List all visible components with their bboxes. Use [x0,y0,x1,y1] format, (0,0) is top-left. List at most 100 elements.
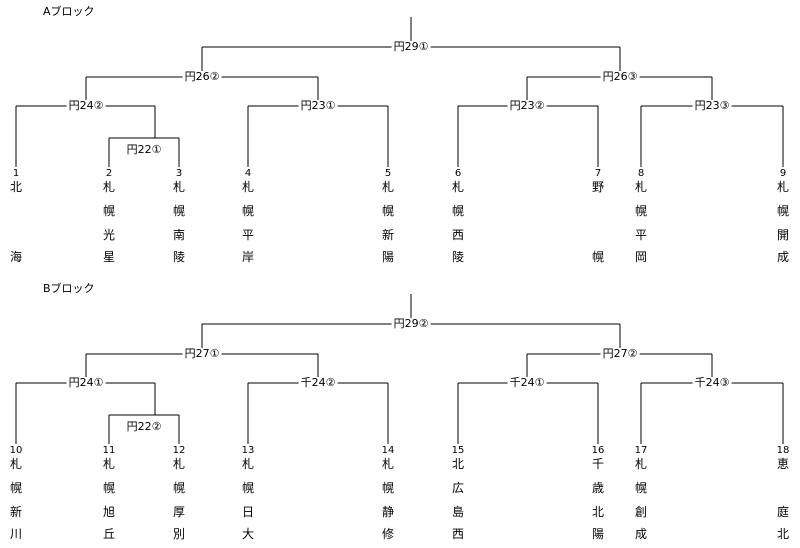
team-number: 8 [637,168,645,179]
team-name-char: 新 [381,228,394,242]
match-label-qf2: 円23① [298,99,338,112]
team-number: 10 [9,445,23,456]
team-name-char: 北 [776,527,789,541]
team-name-char: 札 [172,457,185,471]
team-name-char: 陽 [591,527,604,541]
team-name-char: 新 [9,505,22,519]
team-name-char: 幌 [172,204,185,218]
team-name-char: 幌 [381,204,394,218]
block-title: Aブロック [43,5,95,18]
team-name-char: 千 [591,457,604,471]
team-name-char: 旭 [102,505,115,519]
match-label-semi-right: 円27② [600,347,640,360]
team-number: 11 [102,445,116,456]
team-name-char: 成 [634,527,647,541]
team-name-char: 幌 [172,481,185,495]
team-name-char: 陵 [172,250,185,264]
team-number: 16 [591,445,605,456]
team-name-char: 平 [634,228,647,242]
team-name-char: 幌 [776,204,789,218]
team-name-char: 歳 [591,481,604,495]
match-label-qf4: 円23③ [692,99,732,112]
team-number: 7 [594,168,602,179]
team-name-char: 庭 [776,505,789,519]
team-name-char: 光 [102,228,115,242]
team-name-char: 創 [634,505,647,519]
match-label-qf3: 円23② [507,99,547,112]
team-name-char: 札 [634,180,647,194]
team-name-char: 札 [102,457,115,471]
team-name-char: 陽 [381,250,394,264]
team-name-char: 札 [102,180,115,194]
team-name-char: 平 [241,228,254,242]
team-number: 1 [12,168,20,179]
team-number: 5 [384,168,392,179]
team-name-char: 札 [241,180,254,194]
team-name-char: 島 [451,505,464,519]
team-name-char: 札 [451,180,464,194]
block-title: Bブロック [43,282,95,295]
match-label-semi-left: 円26② [182,70,222,83]
team-name-char: 西 [451,527,464,541]
team-name-char: 札 [381,457,394,471]
team-name-char: 札 [9,457,22,471]
team-name-char: 札 [241,457,254,471]
team-number: 15 [451,445,465,456]
team-number: 3 [175,168,183,179]
team-name-char: 札 [776,180,789,194]
team-name-char: 北 [451,457,464,471]
team-name-char: 広 [451,481,464,495]
team-name-char: 札 [172,180,185,194]
team-name-char: 野 [591,180,604,194]
team-number: 4 [244,168,252,179]
team-name-char: 幌 [634,481,647,495]
team-name-char: 幌 [591,250,604,264]
team-name-char: 幌 [634,204,647,218]
team-name-char: 海 [9,250,22,264]
team-number: 17 [634,445,648,456]
team-name-char: 厚 [172,505,185,519]
team-name-char: 幌 [451,204,464,218]
team-name-char: 幌 [102,481,115,495]
team-name-char: 大 [241,527,254,541]
team-name-char: 星 [102,250,115,264]
match-label-semi-left: 円27① [182,347,222,360]
team-number: 2 [105,168,113,179]
team-name-char: 岸 [241,250,254,264]
team-name-char: 札 [634,457,647,471]
team-name-char: 別 [172,527,185,541]
team-name-char: 静 [381,505,394,519]
match-label-qf1: 円24② [66,99,106,112]
team-name-char: 北 [591,505,604,519]
team-number: 9 [779,168,787,179]
match-label-final: 円29① [391,40,431,53]
team-name-char: 幌 [102,204,115,218]
team-name-char: 幌 [9,481,22,495]
match-label-qf1: 円24① [66,376,106,389]
match-label-qf3: 千24① [507,376,547,389]
team-number: 12 [172,445,186,456]
team-name-char: 恵 [776,457,789,471]
team-name-char: 南 [172,228,185,242]
team-number: 18 [776,445,790,456]
team-name-char: 成 [776,250,789,264]
match-label-prelim: 円22① [124,143,164,156]
match-label-prelim: 円22② [124,420,164,433]
team-name-char: 開 [776,228,789,242]
team-name-char: 札 [381,180,394,194]
team-name-char: 丘 [102,527,115,541]
team-name-char: 川 [9,527,22,541]
match-label-semi-right: 円26③ [600,70,640,83]
team-name-char: 日 [241,505,254,519]
match-label-qf2: 千24② [298,376,338,389]
team-name-char: 幌 [241,204,254,218]
team-name-char: 修 [381,527,394,541]
team-number: 6 [454,168,462,179]
team-name-char: 西 [451,228,464,242]
team-name-char: 北 [9,180,22,194]
team-name-char: 陵 [451,250,464,264]
team-name-char: 岡 [634,250,647,264]
team-name-char: 幌 [241,481,254,495]
